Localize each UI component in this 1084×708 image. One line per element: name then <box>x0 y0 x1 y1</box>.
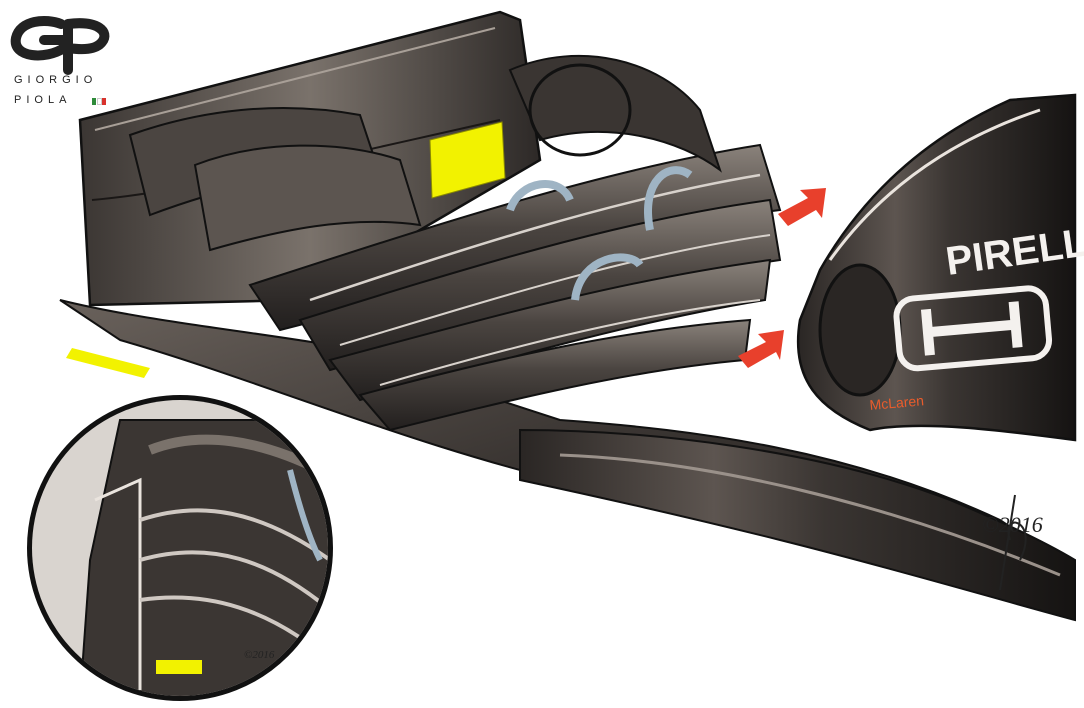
flag-red <box>102 98 106 105</box>
gp-monogram-icon <box>10 16 110 75</box>
nose-cone <box>519 428 1076 622</box>
vane-3 <box>644 166 693 231</box>
logo-line-1: GIORGIO <box>14 74 98 86</box>
honda-badge <box>893 285 1053 372</box>
red-arrow-lower <box>738 330 784 368</box>
logo-line-2: PIOLA <box>14 94 72 106</box>
vane-2 <box>571 253 644 301</box>
giorgio-piola-logo: GIORGIO PIOLA <box>6 10 116 110</box>
detail-inset: ©2016 <box>27 395 333 701</box>
signature-inset: ©2016 <box>244 649 275 661</box>
yellow-marker-inset <box>156 660 202 674</box>
cascade-lower <box>193 144 422 252</box>
yellow-marker-upper <box>429 121 506 199</box>
vane-1 <box>506 180 574 212</box>
yellow-marker-lower <box>66 348 150 378</box>
inner-canard <box>508 54 722 173</box>
red-arrow-upper <box>778 188 826 226</box>
sponsor-mclaren: McLaren <box>869 392 925 413</box>
flag-white <box>97 98 102 105</box>
flag-green <box>92 98 96 105</box>
